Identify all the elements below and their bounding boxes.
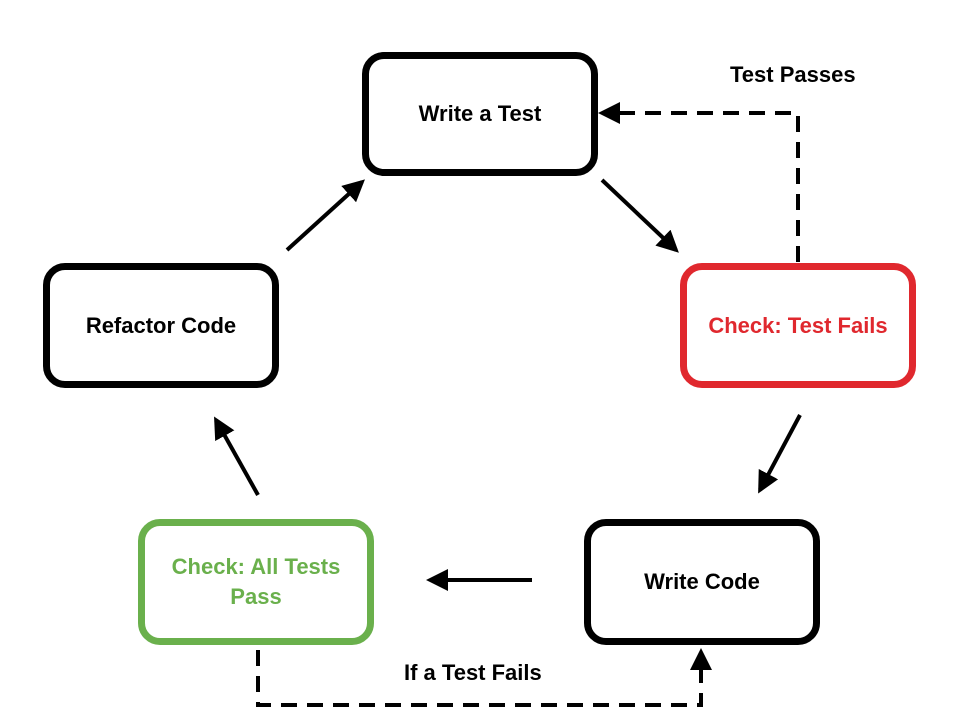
node-check-all-tests-pass: Check: All Tests Pass (138, 519, 374, 645)
node-refactor-code-label: Refactor Code (85, 312, 237, 338)
node-write-code: Write Code (584, 519, 820, 645)
dashed-arrow-test-passes (598, 102, 800, 262)
node-refactor-code: Refactor Code (43, 263, 279, 388)
arrow-check-pass-to-refactor (214, 416, 260, 496)
node-write-code-label: Write Code (644, 569, 760, 594)
edge-label-if-a-test-fails: If a Test Fails (404, 660, 542, 685)
arrow-refactor-to-write-test (285, 179, 365, 252)
arrow-write-test-to-check-fails (600, 178, 679, 253)
node-check-all-tests-pass-label: Check: All Tests Pass (171, 554, 341, 609)
dashed-arrow-if-test-fails (256, 648, 712, 707)
node-check-test-fails: Check: Test Fails (680, 263, 916, 388)
node-check-test-fails-label: Check: Test Fails (708, 312, 888, 338)
node-write-a-test: Write a Test (362, 52, 598, 176)
edge-label-test-passes: Test Passes (730, 62, 856, 87)
node-write-a-test-label: Write a Test (418, 101, 542, 126)
arrow-check-fails-to-write-code (758, 414, 802, 494)
